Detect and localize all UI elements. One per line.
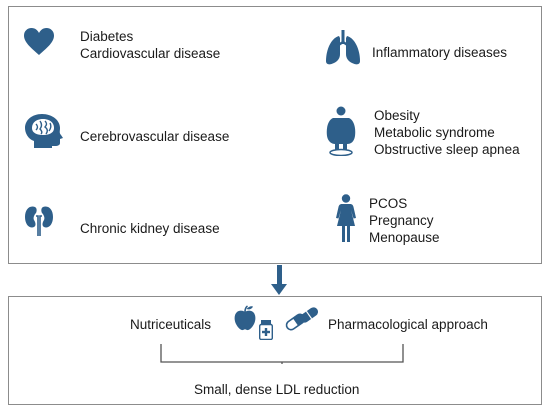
pill-capsules-icon: [285, 306, 319, 332]
label-inflammatory: Inflammatory diseases: [372, 45, 508, 60]
down-arrow-icon: [271, 284, 287, 295]
label-women-group: PCOS Pregnancy Menopause: [369, 196, 440, 245]
label-pharmacological: Pharmacological approach: [328, 317, 488, 332]
heart-icon: [24, 28, 54, 56]
label-diabetes-cvd: Diabetes Cardiovascular disease: [80, 29, 221, 61]
label-ckd: Chronic kidney disease: [80, 221, 220, 236]
woman-icon: [335, 194, 357, 244]
kidneys-icon: [24, 203, 54, 237]
label-outcome: Small, dense LDL reduction: [194, 382, 360, 397]
lungs-icon: [325, 30, 361, 66]
medicine-bottle-icon: [259, 320, 273, 340]
obese-person-icon: [326, 106, 356, 156]
apple-icon: [233, 305, 257, 331]
label-obesity-group: Obesity Metabolic syndrome Obstructive s…: [374, 108, 520, 157]
brain-icon: [22, 113, 64, 149]
label-nutriceuticals: Nutriceuticals: [130, 317, 212, 332]
label-cerebrovascular: Cerebrovascular disease: [80, 129, 230, 144]
treatment-panel: [8, 296, 542, 405]
conditions-panel: [8, 6, 542, 264]
down-arrow-shaft: [277, 265, 282, 287]
bracket: [160, 344, 404, 364]
